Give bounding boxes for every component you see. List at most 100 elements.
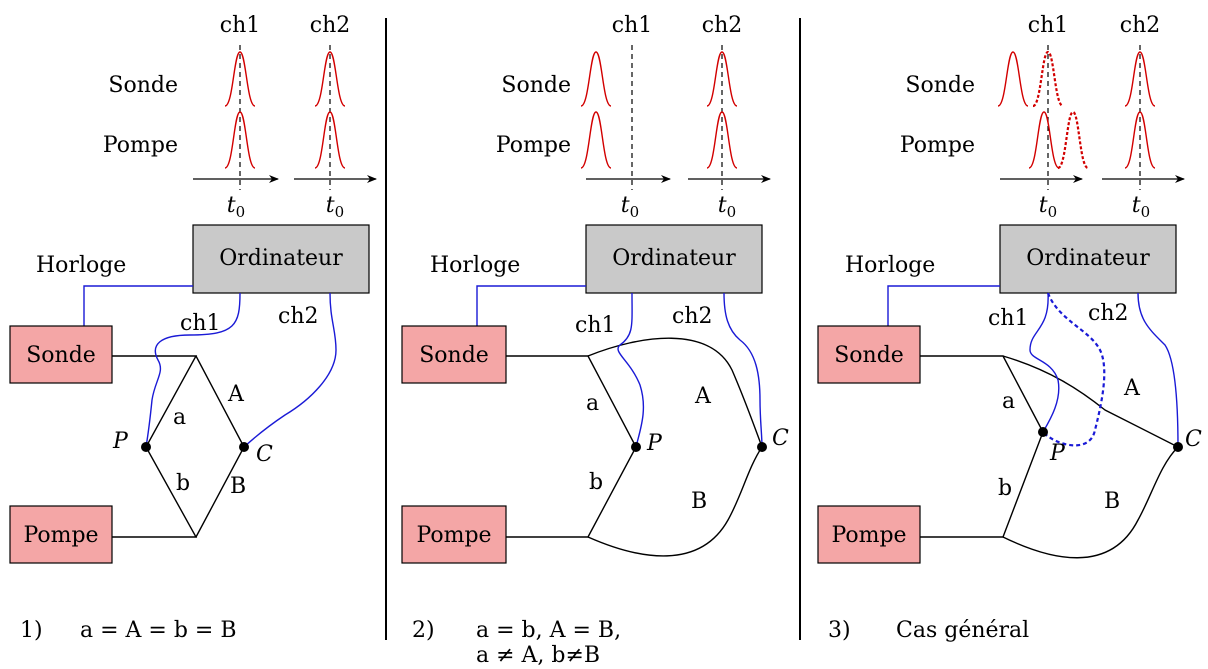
point-P-label: P bbox=[646, 431, 663, 456]
branch-label-b: b bbox=[176, 471, 190, 496]
ch2-wire bbox=[243, 292, 337, 448]
point-P-marker bbox=[141, 442, 151, 452]
path-b bbox=[920, 431, 1044, 538]
branch-label-A: A bbox=[227, 382, 245, 407]
pump-pulse bbox=[224, 111, 256, 169]
row-label-pump: Pompe bbox=[900, 133, 975, 158]
branch-label-b: b bbox=[589, 470, 603, 495]
probe-laser-box bbox=[9, 325, 113, 384]
probe-pulse-delayed bbox=[1031, 50, 1065, 108]
pump-pulse bbox=[1124, 111, 1156, 169]
ch1-wire-label: ch1 bbox=[180, 311, 221, 336]
row-label-probe: Sonde bbox=[905, 73, 975, 98]
point-P-label: P bbox=[1049, 441, 1066, 466]
point-P-marker bbox=[1038, 427, 1048, 437]
point-C-label: C bbox=[772, 426, 789, 451]
path-B bbox=[587, 446, 763, 557]
channel-label: ch2 bbox=[1120, 13, 1161, 38]
branch-label-A: A bbox=[1123, 376, 1141, 401]
probe-label: Sonde bbox=[26, 343, 96, 368]
probe-pulse bbox=[706, 51, 738, 107]
pump-pulse bbox=[706, 111, 738, 169]
ch1-wire bbox=[1029, 292, 1060, 433]
probe-label: Sonde bbox=[419, 343, 489, 368]
caption-number: 2) bbox=[412, 618, 435, 643]
computer-box bbox=[192, 224, 370, 294]
computer-label: Ordinateur bbox=[612, 246, 736, 271]
panel-2: ch1 ch2 Sonde Pompe t0 t0 Ordinateur Hor… bbox=[401, 13, 789, 668]
t0-label: t0 bbox=[227, 193, 245, 221]
ch1-wire-label: ch1 bbox=[575, 313, 616, 338]
pump-pulse bbox=[580, 111, 612, 169]
channel-label: ch2 bbox=[702, 13, 743, 38]
branch-label-A: A bbox=[694, 384, 712, 409]
point-C-label: C bbox=[1185, 427, 1202, 452]
row-label-pump: Pompe bbox=[103, 133, 178, 158]
branch-label-B: B bbox=[1104, 489, 1120, 514]
pump-pulse-delayed bbox=[1056, 110, 1090, 170]
ch2-wire bbox=[1137, 292, 1179, 448]
branch-label-a: a bbox=[586, 391, 599, 416]
point-C-marker bbox=[1173, 442, 1183, 452]
clock-label: Horloge bbox=[845, 253, 935, 278]
ch1-wire-delayed bbox=[1042, 292, 1106, 447]
row-label-probe: Sonde bbox=[501, 73, 571, 98]
clock-label: Horloge bbox=[36, 253, 126, 278]
path-a-b bbox=[506, 355, 637, 538]
timing-diagram: ch1 ch2 Sonde Pompe t0 t0 bbox=[496, 13, 771, 221]
path-A bbox=[587, 337, 763, 448]
row-label-pump: Pompe bbox=[496, 133, 571, 158]
computer-box bbox=[585, 224, 763, 294]
branch-label-B: B bbox=[230, 474, 246, 499]
probe-pulse bbox=[224, 51, 256, 107]
pump-laser-box bbox=[817, 505, 921, 564]
channel-label: ch1 bbox=[1028, 13, 1069, 38]
ch1-wire-label: ch1 bbox=[988, 306, 1029, 331]
t0-label: t0 bbox=[326, 193, 344, 221]
channel-label: ch1 bbox=[220, 13, 261, 38]
ch1-wire bbox=[617, 292, 645, 448]
timing-diagram: ch1 ch2 Sonde Pompe t0 t0 bbox=[103, 13, 377, 221]
caption-number: 3) bbox=[828, 618, 851, 643]
path-B bbox=[1002, 446, 1179, 559]
ch1-wire bbox=[145, 292, 241, 448]
ch2-wire bbox=[723, 292, 763, 448]
path-a bbox=[920, 355, 1044, 433]
computer-label: Ordinateur bbox=[1026, 246, 1150, 271]
probe-label: Sonde bbox=[834, 343, 904, 368]
caption-condition-2: a ≠ A, b≠B bbox=[476, 643, 600, 668]
timing-diagram: ch1 ch2 Sonde Pompe t0 t0 bbox=[900, 13, 1185, 221]
probe-laser-box bbox=[401, 325, 507, 384]
point-C-marker bbox=[239, 442, 249, 452]
point-P-marker bbox=[631, 442, 641, 452]
probe-pulse bbox=[1124, 51, 1156, 107]
row-label-probe: Sonde bbox=[108, 73, 178, 98]
channel-label: ch1 bbox=[612, 13, 653, 38]
clock-wire bbox=[887, 285, 1000, 326]
point-C-label: C bbox=[256, 442, 273, 467]
computer-label: Ordinateur bbox=[219, 246, 343, 271]
pump-pulse bbox=[314, 111, 346, 169]
panel-3: ch1 ch2 Sonde Pompe t0 t0 Ordinateur Hor… bbox=[817, 13, 1202, 643]
pump-label: Pompe bbox=[416, 523, 491, 548]
ch2-wire-label: ch2 bbox=[672, 304, 713, 329]
caption-condition: Cas général bbox=[896, 618, 1029, 643]
channel-label: ch2 bbox=[310, 13, 351, 38]
clock-label: Horloge bbox=[430, 253, 520, 278]
panel-1: ch1 ch2 Sonde Pompe t0 t0 Ordinateur Hor… bbox=[9, 13, 377, 643]
pump-laser-box bbox=[9, 505, 113, 564]
ch2-wire-label: ch2 bbox=[1088, 301, 1129, 326]
t0-label: t0 bbox=[1132, 193, 1150, 221]
caption-number: 1) bbox=[20, 618, 43, 643]
pump-laser-box bbox=[401, 505, 507, 564]
branch-label-a: a bbox=[1002, 389, 1015, 414]
computer-box bbox=[999, 224, 1177, 294]
point-C-marker bbox=[757, 442, 767, 452]
caption-condition: a = A = b = B bbox=[80, 618, 237, 643]
t0-label: t0 bbox=[1039, 193, 1057, 221]
t0-label: t0 bbox=[621, 193, 639, 221]
branch-label-B: B bbox=[691, 489, 707, 514]
probe-pulse bbox=[314, 51, 346, 107]
probe-pulse bbox=[580, 51, 612, 107]
